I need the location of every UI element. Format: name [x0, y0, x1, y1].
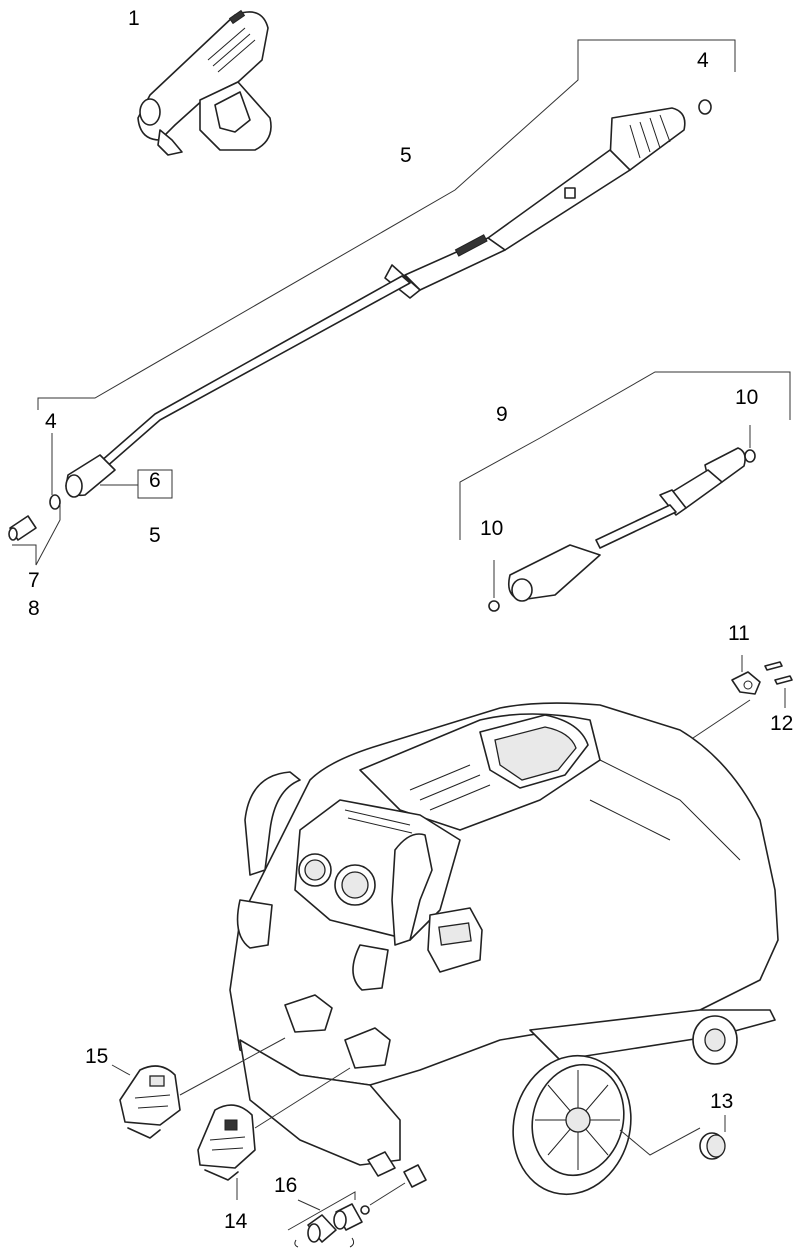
o-ring-10-bottom — [488, 600, 500, 612]
nozzle-holder-15 — [111, 1037, 286, 1139]
o-ring-4-top — [698, 99, 712, 115]
nozzle-holder-14 — [197, 1067, 351, 1200]
callout-6: 6 — [149, 469, 161, 492]
short-lance — [507, 447, 746, 602]
callout-5-nozzle: 5 — [149, 524, 161, 547]
bracket-lines-5 — [37, 39, 736, 410]
callout-labels: 1 4 5 4 6 5 7 8 9 10 10 11 12 13 14 15 1… — [28, 7, 793, 1233]
couplings-16 — [287, 1182, 406, 1248]
bracket-lines-9 — [459, 371, 791, 598]
pressure-washer-body — [229, 702, 779, 1196]
callout-1: 1 — [128, 7, 140, 30]
callout-16: 16 — [274, 1174, 297, 1197]
cap-13 — [619, 1115, 726, 1160]
trigger-gun — [137, 9, 272, 156]
o-ring-10-top — [744, 449, 756, 463]
callout-7: 7 — [28, 569, 40, 592]
callout-10-bottom: 10 — [480, 517, 503, 540]
spray-lance — [65, 107, 686, 498]
callout-10-top: 10 — [735, 386, 758, 409]
callout-5-lance: 5 — [400, 144, 412, 167]
callout-4-top: 4 — [697, 49, 709, 72]
callout-12: 12 — [770, 712, 793, 735]
callout-13: 13 — [710, 1090, 733, 1113]
callout-8: 8 — [28, 597, 40, 620]
callout-15: 15 — [85, 1045, 108, 1068]
callout-4-nozzle: 4 — [45, 410, 57, 433]
callout-14: 14 — [224, 1210, 248, 1233]
callout-11: 11 — [728, 622, 750, 645]
callout-9: 9 — [496, 403, 508, 426]
nozzle-parts — [8, 433, 173, 566]
